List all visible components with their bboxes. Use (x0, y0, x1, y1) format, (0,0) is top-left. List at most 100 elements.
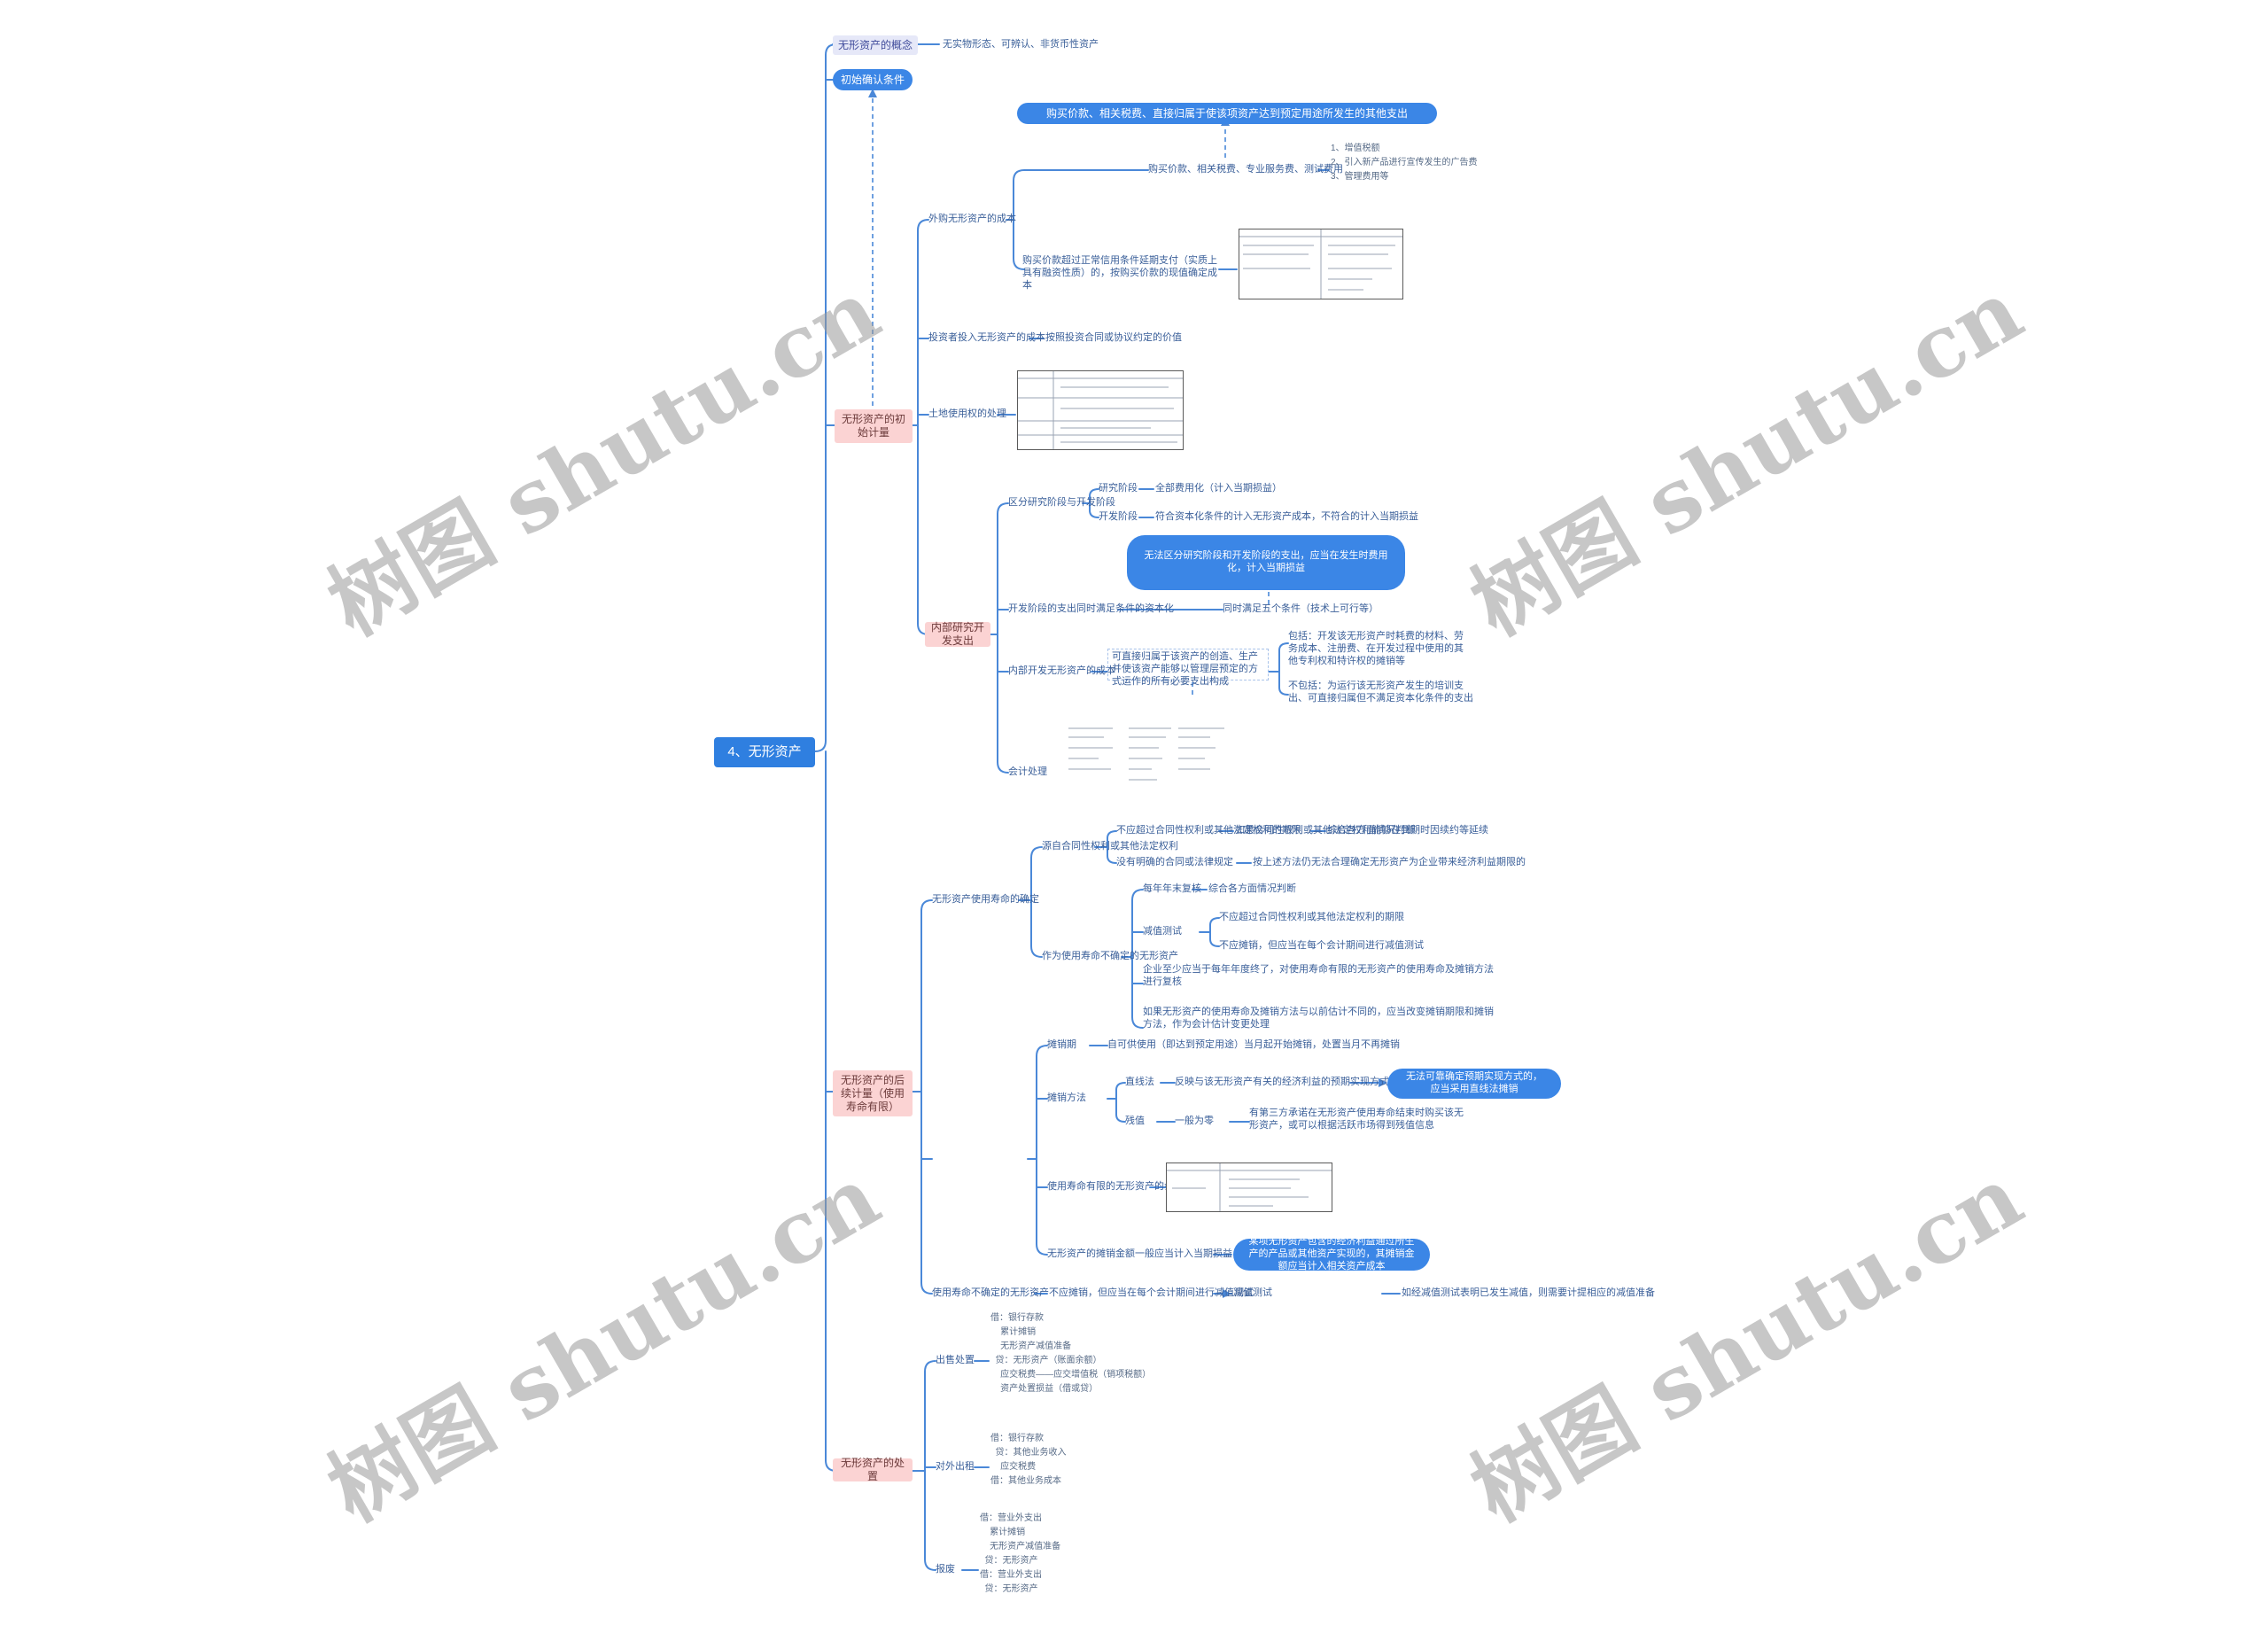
initial-measurement-label: 无形资产的初始计量 (841, 413, 905, 439)
residual-zero: 一般为零 (1175, 1116, 1214, 1127)
land-use-node[interactable]: 土地使用权的处理 (928, 408, 1006, 420)
concept-node[interactable]: 无形资产的概念 (833, 35, 918, 55)
sale-node[interactable]: 出售处置 (936, 1355, 975, 1366)
link (1209, 931, 1220, 947)
amort-period-node[interactable]: 摊销期 (1047, 1039, 1076, 1051)
link (1013, 219, 1025, 270)
internal-cost-node[interactable]: 内部开发无形资产的成本 (1008, 665, 1115, 677)
contract-rights-renew-note: 综合各方面情况判断 (1327, 825, 1415, 836)
rnd-expenditure-node[interactable]: 内部研究开发支出 (925, 621, 990, 647)
root-node[interactable]: 4、无形资产 (714, 737, 815, 767)
recognition-node[interactable]: 初始确认条件 (833, 69, 913, 90)
link (1278, 671, 1289, 696)
root-label: 4、无形资产 (727, 743, 802, 759)
accounting-table (1060, 725, 1233, 787)
internal-cost-include: 包括：开发该无形资产时耗费的材料、劳务成本、注册费、在开发过程中使用的其他专利权… (1288, 631, 1464, 666)
residual-note: 有第三方承诺在无形资产使用寿命结束时购买该无形资产，或可以根据活跃市场得到残值信… (1249, 1108, 1464, 1131)
research-phase: 研究阶段 (1099, 483, 1138, 494)
amort-table (1166, 1163, 1332, 1212)
life-review-estimate: 企业至少应当于每年年度终了，对使用寿命有限的无形资产的使用寿命及摊销方法进行复核 (1143, 964, 1494, 987)
link (1107, 846, 1117, 864)
branch2-spine (920, 1091, 933, 1295)
life-review-item-2: 减值测试 (1143, 926, 1182, 937)
purchase-table (1239, 229, 1403, 299)
capitalization-note: 同时满足五个条件（技术上可行等） (1223, 603, 1379, 615)
scrap-journal: 借：营业外支出 累计摊销 无形资产减值准备 贷：无形资产 借：营业外支出 贷：无… (980, 1513, 1061, 1594)
indefinite-life-node[interactable]: 使用寿命不确定的无形资产 (932, 1287, 1049, 1299)
purchase-cost-pill-label: 购买价款、相关税费、直接归属于使该项资产达到预定用途所发生的其他支出 (1045, 106, 1408, 120)
table-lines (1018, 371, 1183, 449)
purchase-cost-pill[interactable]: 购买价款、相关税费、直接归属于使该项资产达到预定用途所发生的其他支出 (1017, 103, 1437, 124)
amort-period-note: 自可供使用（即达到预定用途）当月起开始摊销，处置当月不再摊销 (1107, 1039, 1400, 1051)
purchase-cost-node[interactable]: 外购无形资产的成本 (928, 214, 1016, 225)
link (1094, 830, 1117, 848)
land-use-table (1017, 370, 1184, 450)
internal-cost-exclude: 不包括：为运行该无形资产发生的培训支出、可直接归属但不满足资本化条件的支出 (1288, 680, 1473, 704)
scrap-node[interactable]: 报废 (936, 1564, 955, 1575)
rnd-expenditure-label: 内部研究开发支出 (930, 621, 984, 647)
subsequent-measurement-node[interactable]: 无形资产的后续计量（使用寿命有限） (833, 1070, 913, 1116)
branch3-spine (912, 1360, 936, 1472)
investor-cost-note: 按照投资合同或协议约定的价值 (1045, 332, 1182, 344)
amort-asset-cost-label: 某项无形资产包含的经济利益通过所生产的产品或其他资产实现的，其摊销金额应当计入相… (1248, 1236, 1415, 1271)
subsequent-measurement-label: 无形资产的后续计量（使用寿命有限） (840, 1073, 905, 1113)
amort-method-node[interactable]: 摊销方法 (1047, 1093, 1086, 1104)
straight-line: 直线法 (1125, 1077, 1154, 1088)
link (997, 634, 1009, 774)
link (1036, 1158, 1048, 1256)
purchase-exclusions: 1、增值税额 2、引入新产品进行宣传发生的广告费 3、管理费用等 (1331, 144, 1478, 182)
investor-cost-node[interactable]: 投资者投入无形资产的成本 (928, 332, 1045, 344)
straight-line-pill[interactable]: 无法可靠确定预期实现方式的，应当采用直线法摊销 (1387, 1069, 1561, 1099)
amort-asset-cost-pill[interactable]: 某项无形资产包含的经济利益通过所生产的产品或其他资产实现的，其摊销金额应当计入相… (1233, 1236, 1430, 1271)
residual-value: 残值 (1125, 1116, 1145, 1127)
contract-rights-a: 不应超过合同性权利或其他法定权利的期限 (1116, 825, 1301, 836)
indefinite-impairment: 如经减值测试表明已发生减值，则需要计提相应的减值准备 (1402, 1287, 1655, 1299)
no-contract: 没有明确的合同或法律规定 (1116, 857, 1233, 868)
arrow-head (1379, 1078, 1387, 1087)
life-review-node[interactable]: 作为使用寿命不确定的无形资产 (1042, 951, 1178, 962)
useful-life-node[interactable]: 无形资产使用寿命的确定 (932, 894, 1039, 906)
life-review-item-note: 综合各方面情况判断 (1208, 883, 1296, 895)
link (990, 502, 1009, 635)
life-review-item: 每年年末复核 (1143, 883, 1201, 895)
branch2-spine (912, 899, 933, 1093)
table-lines (1167, 1163, 1332, 1211)
arrow-head (1223, 1289, 1231, 1298)
phase-split-node[interactable]: 区分研究阶段与开发阶段 (1008, 497, 1115, 509)
amort-accounting-node[interactable]: 使用寿命有限的无形资产的会计处理 (1047, 1181, 1203, 1193)
internal-cost-note: 可直接归属于该资产的创造、生产并使该资产能够以管理层预定的方式运作的所有必要支出… (1107, 649, 1269, 687)
concept-desc: 无实物形态、可辨认、非货币性资产 (943, 39, 1099, 51)
link (1082, 488, 1099, 504)
capitalization-condition[interactable]: 开发阶段的支出同时满足条件的资本化 (1008, 603, 1174, 615)
initial-measurement-node[interactable]: 无形资产的初始计量 (835, 409, 913, 443)
research-phase-note: 全部费用化（计入当期损益） (1155, 483, 1282, 494)
concept-label: 无形资产的概念 (837, 38, 913, 51)
link (1107, 1082, 1126, 1100)
link (1268, 642, 1289, 673)
link (1121, 889, 1144, 958)
purchase-detail: 购买价款、相关税费、专业服务费、测试费用 (1148, 164, 1343, 175)
disposal-node[interactable]: 无形资产的处置 (833, 1457, 913, 1482)
disposal-label: 无形资产的处置 (840, 1457, 905, 1482)
straight-line-pill-label: 无法可靠确定预期实现方式的，应当采用直线法摊销 (1406, 1071, 1542, 1094)
recognition-label: 初始确认条件 (841, 73, 905, 86)
table-lines (1239, 229, 1402, 299)
spine-line (814, 43, 837, 752)
link (1089, 502, 1099, 518)
accounting-node[interactable]: 会计处理 (1008, 766, 1047, 778)
rent-node[interactable]: 对外出租 (936, 1461, 975, 1473)
straight-line-note: 反映与该无形资产有关的经济利益的预期实现方式 (1175, 1077, 1389, 1088)
indefinite-no-amort: 不应摊销，但应当在每个会计期间进行减值测试 (1049, 1287, 1254, 1299)
sale-journal: 借：银行存款 累计摊销 无形资产减值准备 贷：无形资产（账面余额） 应交税费——… (990, 1313, 1152, 1394)
link (1131, 956, 1144, 1029)
contract-rights: 源自合同性权利或其他法定权利 (1042, 841, 1178, 852)
link (1030, 899, 1043, 958)
rent-journal: 借：银行存款 贷：其他业务收入 应交税费 借：其他业务成本 (990, 1434, 1067, 1486)
undivided-expense-pill[interactable]: 无法区分研究阶段和开发阶段的支出，应当在发生时费用化，计入当期损益 (1127, 535, 1405, 590)
development-phase: 开发阶段 (1099, 511, 1138, 523)
branch1-spine (917, 424, 929, 635)
no-contract-note: 按上述方法仍无法合理确定无形资产为企业带来经济利益期限的 (1253, 857, 1526, 868)
life-review-item-2a: 不应超过合同性权利或其他法定权利的期限 (1219, 912, 1404, 923)
